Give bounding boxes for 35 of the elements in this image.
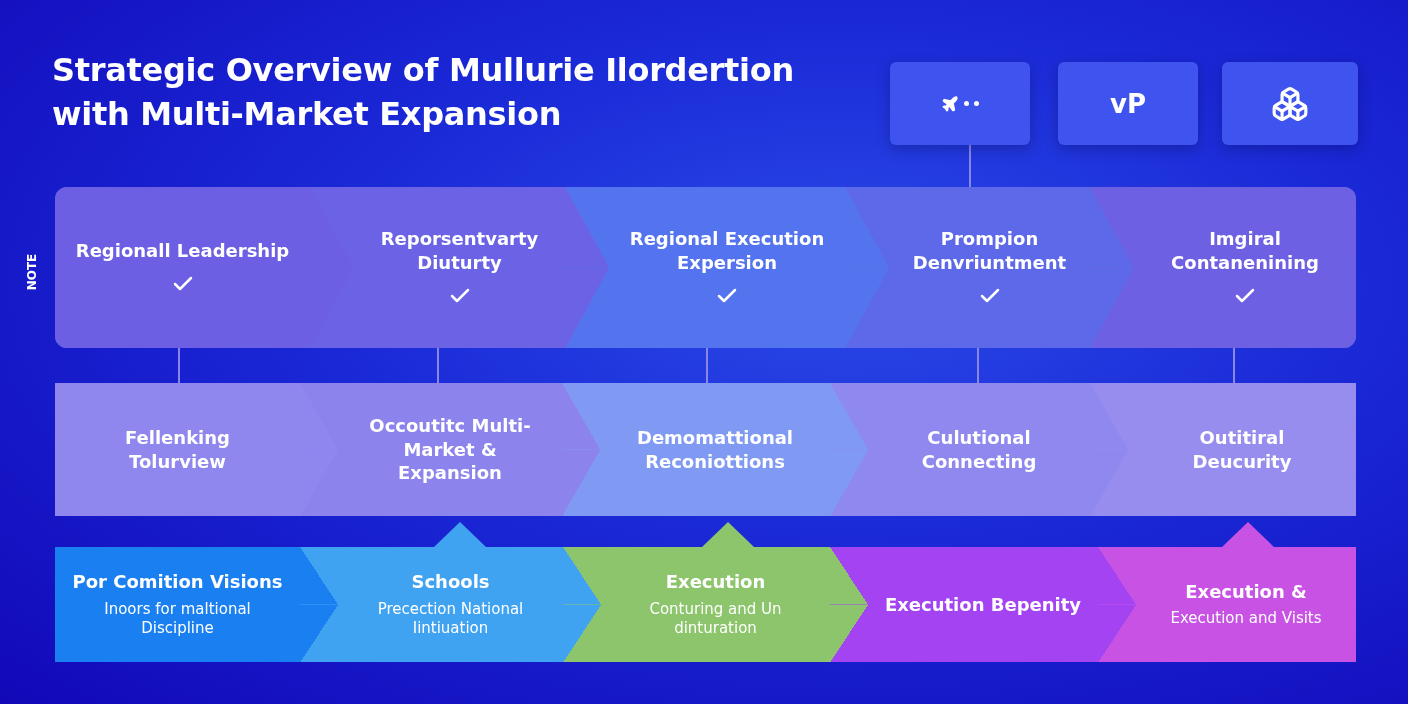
step-title: Outitiral Deucurity xyxy=(1191,426,1293,473)
step-title: Demomattional Reconiottions xyxy=(635,426,795,473)
connector-line xyxy=(1233,347,1235,384)
icon-tile xyxy=(1222,62,1358,145)
timeline-band xyxy=(55,187,1356,348)
connector-line xyxy=(969,144,971,188)
connector-line xyxy=(706,347,708,384)
step-title: Regional Execution Expersion xyxy=(628,227,826,274)
step-title: Execution Bepenity xyxy=(884,592,1082,617)
chevron-step xyxy=(1090,383,1356,516)
connector-line xyxy=(437,347,439,384)
step-description: Conturing and Un dinturation xyxy=(648,599,783,639)
step-title: Occoutitc Multi-Market & Expansion xyxy=(368,414,532,485)
step-title: Execution xyxy=(665,570,766,594)
tile-label: vP xyxy=(1110,88,1146,119)
connector-line xyxy=(178,347,180,384)
step-title: Regionall Leadership xyxy=(75,238,290,263)
step-title: Execution & xyxy=(1185,580,1307,604)
chevron-step xyxy=(1090,187,1356,348)
connector-line xyxy=(977,347,979,384)
icon-tile xyxy=(1058,62,1198,145)
step-title: Imgiral Contanenining xyxy=(1170,227,1320,274)
chevron-step xyxy=(55,383,300,516)
diagram-title: Strategic Overview of Mullurie Ilordertion with Multi-Market Expansion xyxy=(52,50,795,135)
step-title: Culutional Connecting xyxy=(920,426,1038,473)
step-title: Fellenking Tolurview xyxy=(124,426,231,473)
icon-tile xyxy=(890,62,1030,145)
step-title: Schools xyxy=(411,570,490,594)
step-title: Por Comition Visions xyxy=(72,570,283,594)
step-title: Prompion Denvriuntment xyxy=(911,227,1068,274)
step-description: Inoors for maltional Discipline xyxy=(103,599,252,639)
chevron-step xyxy=(55,547,300,662)
step-title: Reporsentvarty Diuturty xyxy=(379,227,540,274)
step-description: Execution and Visits xyxy=(1170,609,1322,629)
step-description: Precection National Iintiuation xyxy=(376,599,525,639)
